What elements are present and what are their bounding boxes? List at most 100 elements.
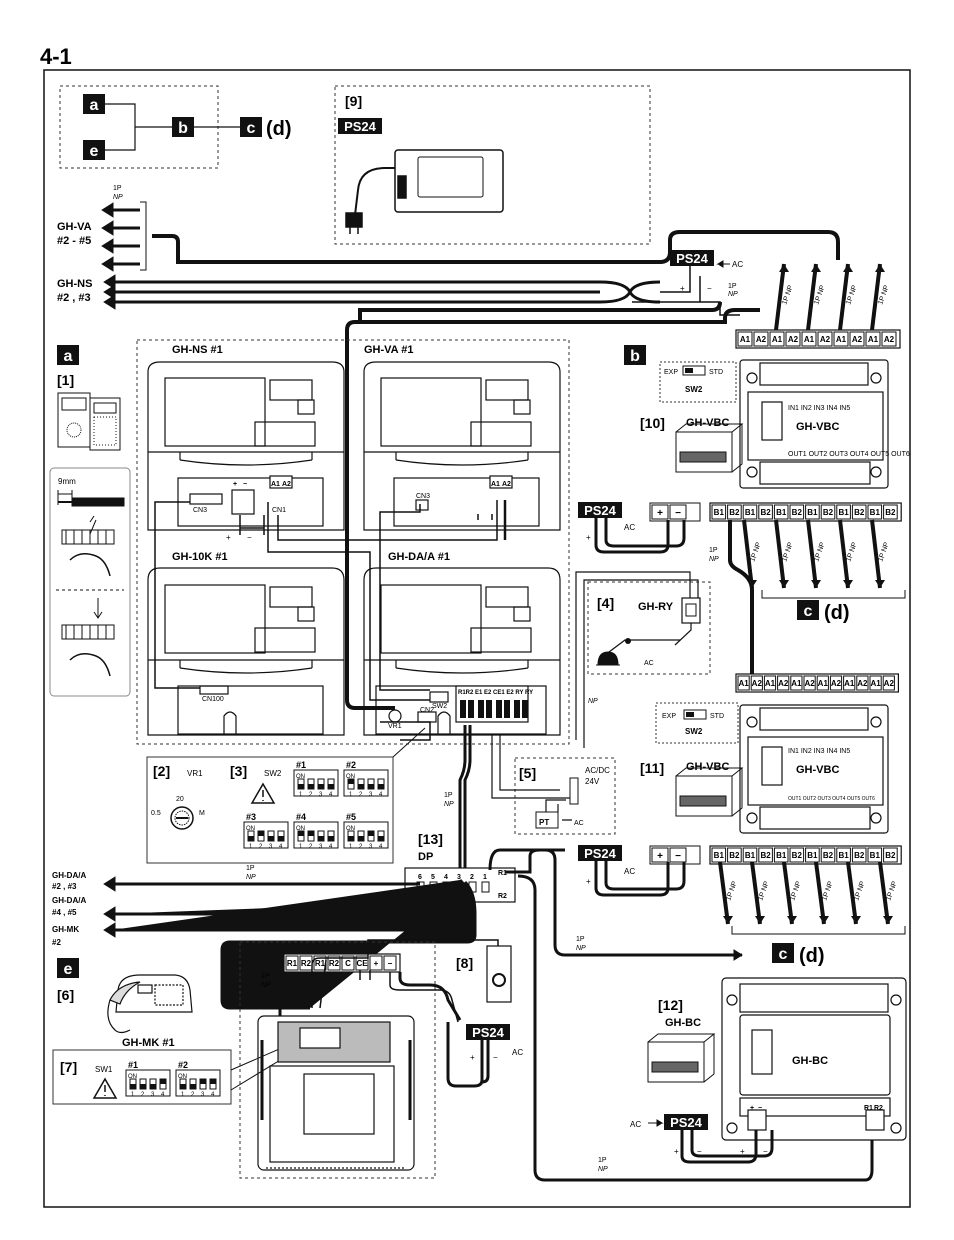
sw2-dip-on-label: ON (346, 826, 355, 832)
vbc11-sw2-knob (686, 712, 694, 717)
vbc10-b-output-label: 1P NP (877, 541, 891, 563)
ps24-vbc10-ac-arrow (716, 260, 730, 268)
sw1-dip-number: 3 (201, 1092, 205, 1098)
label-1p-vbc: 1P (709, 547, 718, 554)
ps24-mk-cable (446, 1022, 490, 1088)
vbc10-a-terminal-label: A1 (772, 335, 783, 344)
power-terminal-cell (651, 847, 669, 863)
svg-text:c: c (247, 120, 256, 137)
vbc11-b-output-arrowhead (755, 916, 765, 924)
vbc10-bracket (761, 590, 906, 599)
ps24-adapter-drawing (345, 149, 504, 234)
vbc10-b-terminal-label: B1 (714, 508, 725, 517)
vbc10-b-terminal-cell (742, 504, 758, 520)
bell-icon (596, 651, 620, 666)
gh-bc-name: GH-BC (792, 1055, 828, 1067)
gh-mk1-base-unit (257, 1015, 415, 1171)
key-a-marker: a (57, 345, 79, 365)
marker-3: [3] (230, 763, 247, 779)
marker-6: [6] (57, 987, 74, 1003)
vbc11-b-terminal-cell (789, 847, 805, 863)
vbc11-name: GH-VBC (796, 764, 839, 776)
gh-ry-wiring (575, 571, 699, 748)
gh-ns1-a2: A2 (282, 481, 291, 488)
sw2-dip-lever (368, 831, 374, 836)
label-np-bc: NP (598, 1166, 608, 1173)
vbc11-b-terminal-cell (883, 847, 898, 863)
sw1-dip-number: 1 (181, 1092, 185, 1098)
gh-ns1-plus: + (233, 481, 237, 488)
vbc10-b-terminal-label: B2 (760, 508, 771, 517)
ps24-vbc10-plus: + (680, 284, 685, 293)
mk-terminal-label: R2 (301, 959, 312, 968)
vr1-scale-m: M (199, 810, 205, 817)
ps24-vbc10b-cable (594, 518, 686, 554)
power-terminal-label: + (657, 508, 663, 519)
vbc10-b-terminal-cell (789, 504, 805, 520)
gh-bc-unit (721, 977, 907, 1141)
vbc10-output-label: 1P NP (845, 284, 859, 306)
svg-text:b: b (630, 348, 640, 365)
vbc10-a-terminal-cell (801, 331, 817, 347)
key-c-marker-1: c (797, 600, 819, 620)
sw1-dip-number: 3 (151, 1092, 155, 1098)
ps24-supply-box (334, 85, 651, 245)
power-terminal-strip (649, 502, 701, 522)
sw1-dip-number: 2 (191, 1092, 195, 1098)
vbc10-b-terminal-cell (773, 504, 789, 520)
power-terminal-label: − (675, 851, 681, 862)
vbc10-a-terminal-label: A2 (884, 335, 895, 344)
vbc11-a-terminal-label: A1 (738, 679, 749, 688)
legend-key-c: c (240, 117, 262, 137)
sw2-dip-lever (268, 836, 274, 841)
settings-box-vr-sw2 (146, 756, 394, 864)
vbc11-a-terminal-cell (803, 675, 816, 691)
vbc10-b-terminal-cell (836, 504, 851, 520)
gh-va1-cn3: CN3 (416, 493, 430, 500)
diagram-frame (43, 69, 911, 1208)
ps24-bc-ac: AC (630, 1120, 641, 1129)
mk-terminal-cell (285, 955, 299, 971)
key-d-marker-2: (d) (799, 945, 825, 967)
gh-da45-name: GH-DA/A (52, 896, 86, 905)
vbc10-output-arrowhead (875, 264, 885, 272)
vbc11-product-name: GH-VBC (686, 761, 729, 773)
sw1-dip-number: 1 (131, 1092, 135, 1098)
da-to-dp-cable (458, 725, 472, 875)
label-1p-ns: 1P (728, 283, 737, 290)
dp-r-cables (488, 848, 874, 1182)
vbc10-a-terminal-cell (817, 331, 833, 347)
vbc10-output-label: 1P NP (813, 284, 827, 306)
power-terminal-label: − (675, 508, 681, 519)
svg-text:a: a (90, 97, 99, 114)
sw2-dip-number: 2 (359, 844, 363, 850)
gh-ns1-unit (147, 361, 345, 531)
vbc11-b-terminal-label: B1 (870, 851, 881, 860)
vbc11-b-output-arrowhead (883, 916, 893, 924)
vbc11-a-terminal-label: A2 (884, 679, 895, 688)
sw2-dip-on-label: ON (346, 774, 355, 780)
gh-bc-r2: R2 (874, 1105, 883, 1112)
mk-terminal-label: + (374, 959, 379, 968)
sw1-dip-on-label: ON (178, 1074, 187, 1080)
ps24-bc-plus-2: + (740, 1147, 745, 1156)
vbc10-b-output-label: 1P NP (813, 541, 827, 563)
sw1-dip-lever (140, 1084, 146, 1089)
dp-terminal-label: 3 (457, 874, 461, 881)
gh-10k1-cn100: CN100 (202, 696, 224, 703)
legend-connector-lines (105, 103, 240, 151)
vbc11-b-terminal-cell (727, 847, 742, 863)
vbc11-a-terminal-label: A2 (857, 679, 868, 688)
vbc11-b-terminal-cell (820, 847, 836, 863)
gh-da23-name: GH-DA/A (52, 871, 86, 880)
ps24-vbc11-ac: AC (624, 867, 635, 876)
ps24-vbc10b-ac: AC (624, 523, 635, 532)
ps24-vbc10-minus: − (707, 284, 712, 293)
ps24-bc-minus-2: − (763, 1147, 768, 1156)
vbc10-a-terminal-cell (737, 331, 753, 347)
mk-terminal-label: C (345, 959, 351, 968)
mk-terminal-cell (383, 955, 397, 971)
vbc10-b-terminal-cell (805, 504, 820, 520)
